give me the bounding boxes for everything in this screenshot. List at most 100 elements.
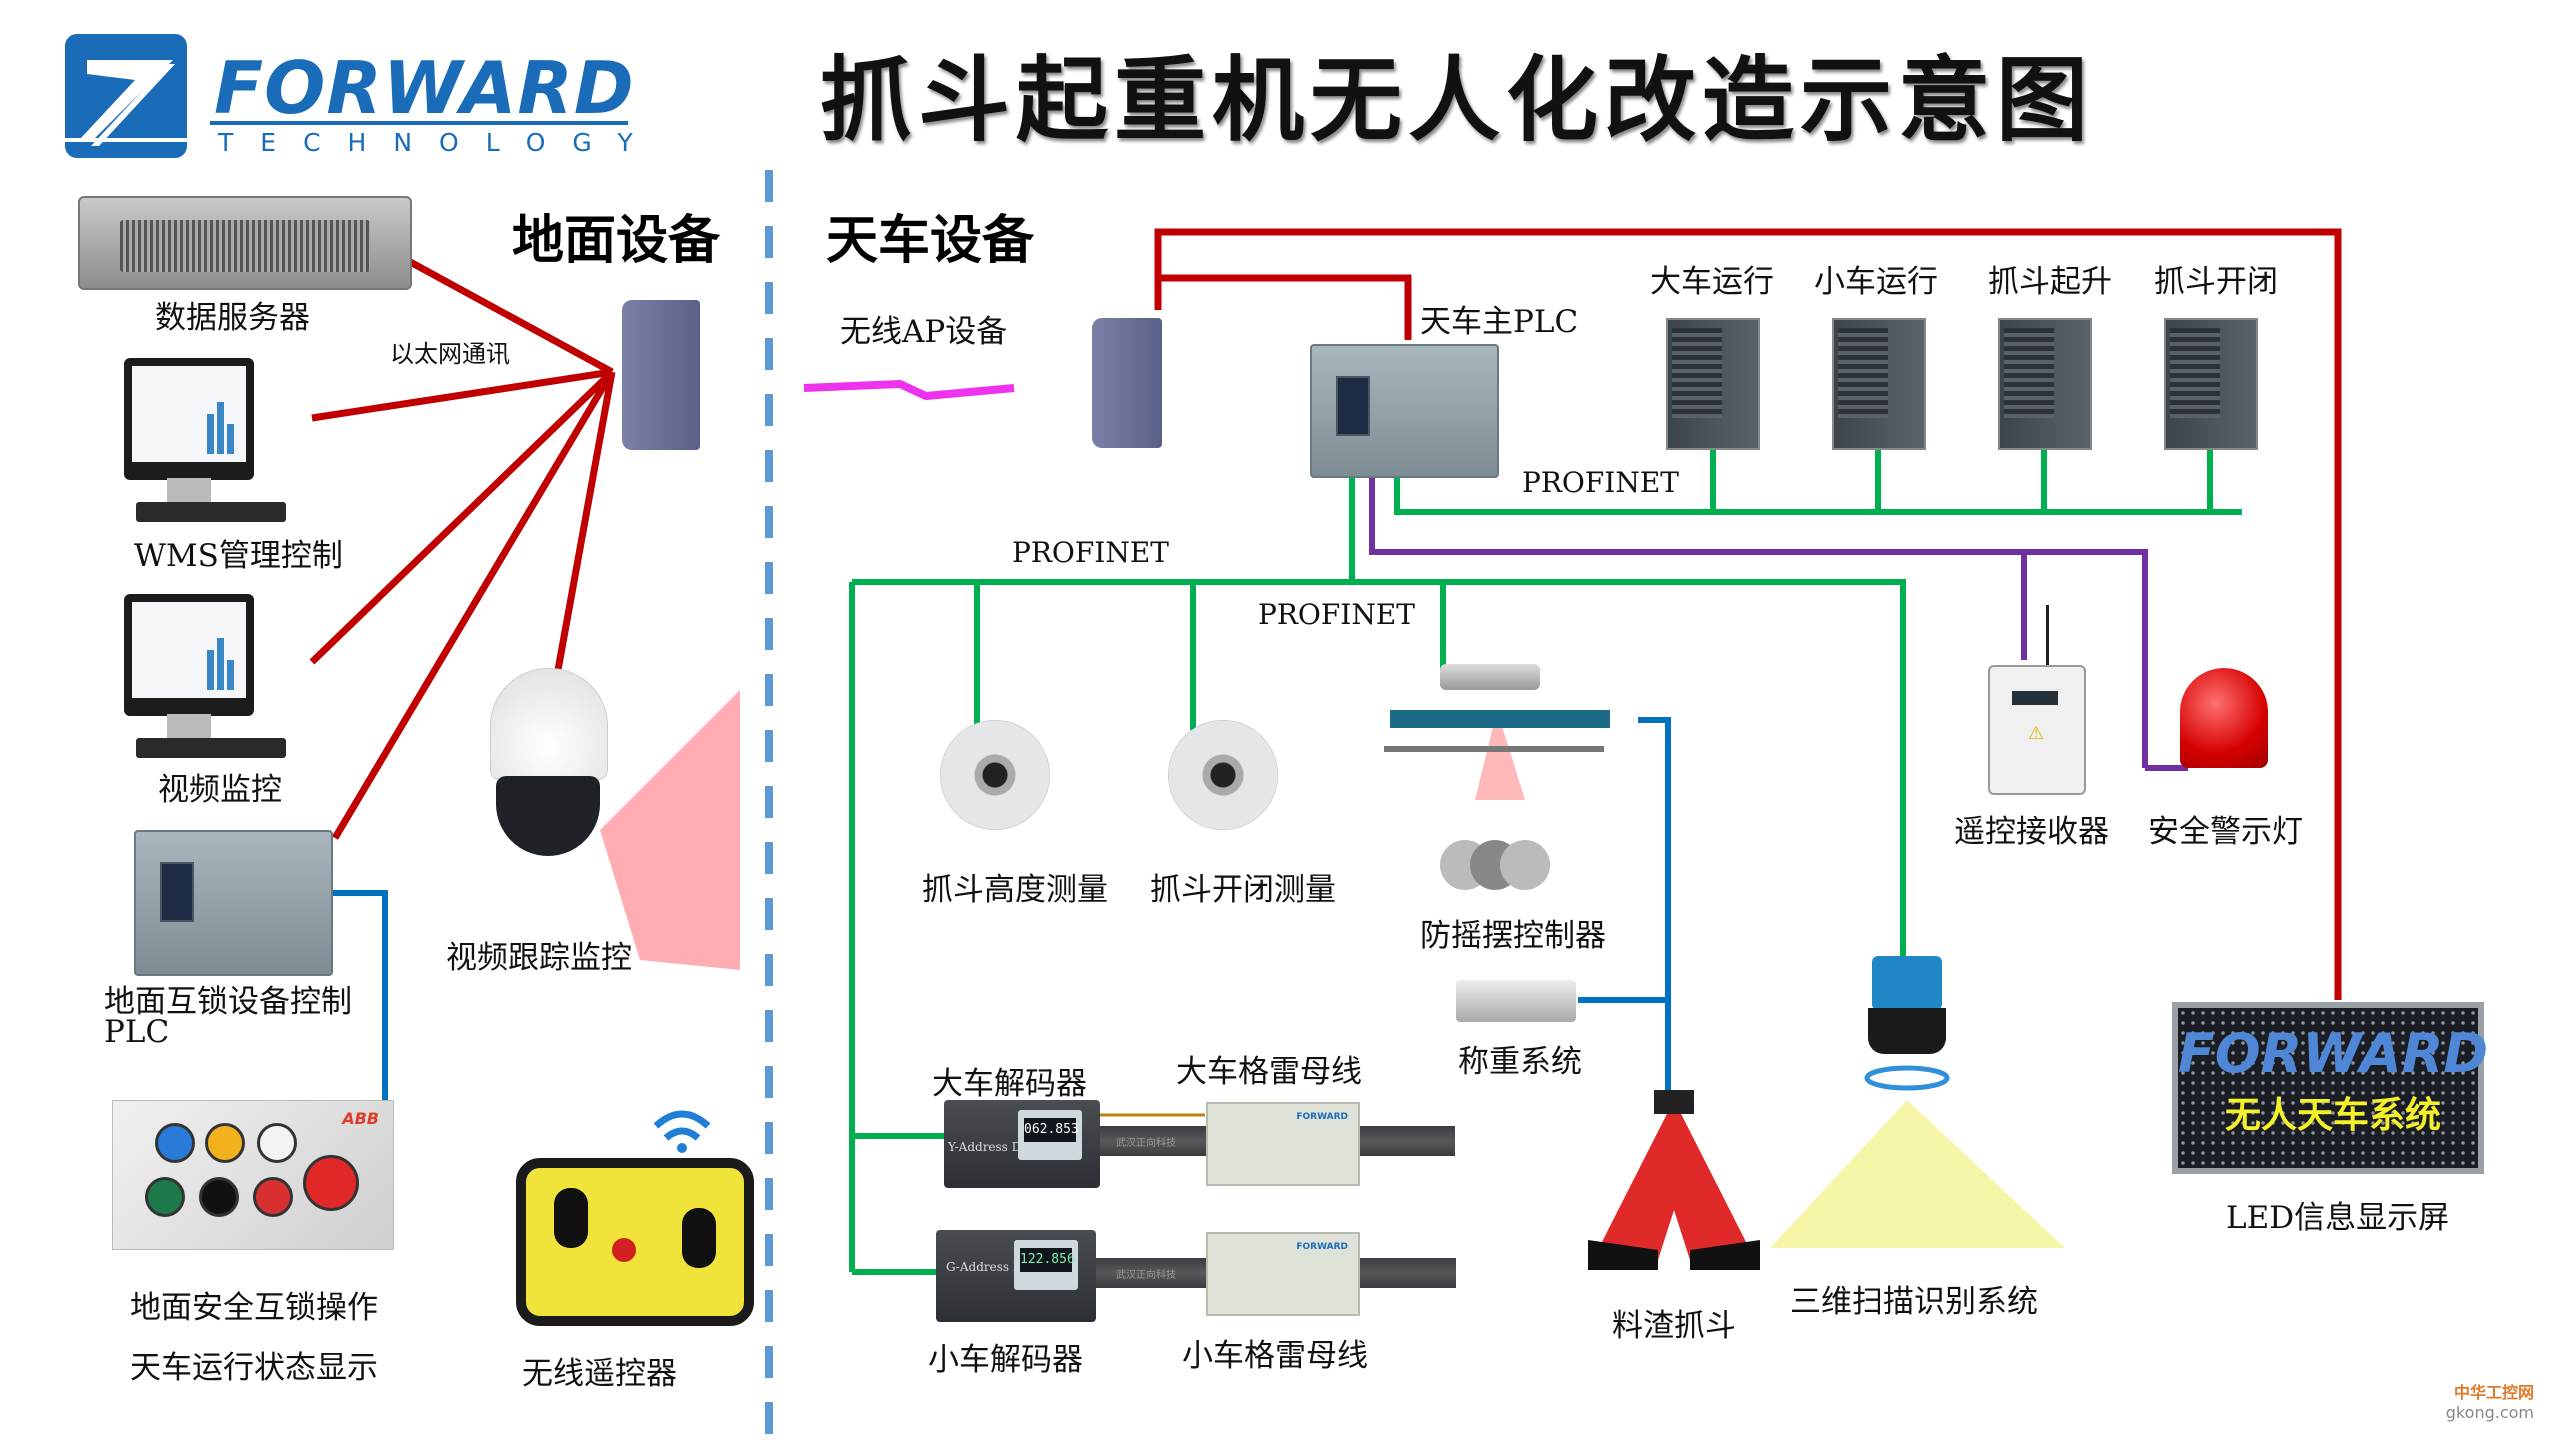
label-safety-panel: 地面安全互锁操作 — [130, 1290, 378, 1326]
logo-mark — [65, 34, 187, 158]
bridge-decoder-reading: 062.853 — [1024, 1118, 1079, 1142]
label-wms: WMS管理控制 — [134, 538, 343, 574]
section-divider — [765, 170, 773, 1440]
fieldbus-wires — [1578, 717, 1671, 1100]
label-profinet-drives: PROFINET — [1522, 466, 1679, 499]
watermark-cn: 中华工控网 — [2453, 1383, 2534, 1402]
label-grab-open: 抓斗开闭测量 — [1150, 872, 1336, 908]
yellow-pilot-light — [205, 1123, 245, 1163]
ground-plc-image — [134, 830, 333, 976]
label-grab-height: 抓斗高度测量 — [922, 872, 1108, 908]
wire-plc-panel — [330, 890, 388, 1100]
abb-brand: ABB — [342, 1109, 379, 1128]
wms-keyboard — [136, 502, 286, 522]
encoder-height-image — [940, 720, 1050, 830]
trolley-bus-collector: FORWARD — [1206, 1232, 1360, 1316]
video-monitor-stand — [167, 714, 211, 740]
drive-grab-image — [2164, 318, 2258, 450]
section-crane: 天车设备 — [826, 211, 1035, 271]
drive-bridge-image — [1666, 318, 1760, 450]
label-bridge-decoder: 大车解码器 — [932, 1066, 1087, 1102]
bridge-decoder-image: Y-Address Decoder 062.853 — [944, 1100, 1100, 1188]
wire-ap-plc — [1158, 274, 1412, 340]
rail-marking: 武汉正向科技 — [1116, 1138, 1176, 1149]
label-ground-plc: 地面互锁设备控制 — [104, 984, 352, 1020]
label-drive-0: 大车运行 — [1650, 264, 1774, 300]
receiver-antenna — [2046, 605, 2049, 665]
label-main-plc: 天车主PLC — [1420, 304, 1579, 340]
white-pilot-light — [257, 1123, 297, 1163]
led-screen-image: FORWARD 无人天车系统 — [2172, 1002, 2488, 1174]
emergency-stop-button — [303, 1155, 359, 1211]
label-data-server: 数据服务器 — [155, 300, 310, 336]
red-button — [253, 1177, 293, 1217]
encoder-open-image — [1168, 720, 1278, 830]
camera-beam — [600, 690, 740, 970]
page-title: 抓斗起重机无人化改造示意图 — [820, 46, 2095, 154]
trolley-decoder-reading: 122.856 — [1020, 1248, 1075, 1272]
label-trolley-decoder: 小车解码器 — [928, 1342, 1083, 1378]
led-message: 无人天车系统 — [2224, 1095, 2441, 1136]
scanner-beam — [1770, 1100, 2065, 1248]
wire-camera-ap — [554, 371, 616, 671]
safety-interlock-panel-image: ABB — [112, 1100, 394, 1250]
label-warning-light: 安全警示灯 — [2148, 814, 2303, 850]
main-plc-image — [1310, 344, 1499, 478]
label-drive-1: 小车运行 — [1814, 264, 1938, 300]
signal-wires — [1369, 470, 2188, 771]
label-grab: 料渣抓斗 — [1612, 1308, 1736, 1344]
video-keyboard — [136, 738, 286, 758]
wire-server-ap — [390, 248, 614, 376]
label-anti-sway: 防摇摆控制器 — [1420, 918, 1606, 954]
wire-wms-ap — [311, 368, 613, 422]
green-button — [145, 1177, 185, 1217]
label-ground-plc-2: PLC — [104, 1014, 170, 1050]
scanner-rotation-icon — [1864, 1065, 1950, 1091]
collector-brand: FORWARD — [1296, 1242, 1348, 1252]
led-brand: FORWARD — [2177, 1022, 2489, 1085]
label-drive-3: 抓斗开闭 — [2154, 264, 2278, 300]
anti-sway-image — [1370, 660, 1610, 890]
drive-hoist-image — [1998, 318, 2092, 450]
label-wireless-ap: 无线AP设备 — [840, 314, 1008, 350]
remote-receiver-image: ⚠ — [1988, 665, 2086, 795]
data-server-image — [78, 196, 412, 290]
blue-pilot-light — [155, 1123, 195, 1163]
watermark: 中华工控网 gkong.com — [2446, 1379, 2534, 1422]
label-profinet-main: PROFINET — [1012, 536, 1169, 569]
logo-brand: FORWARD — [214, 46, 635, 130]
watermark-site: gkong.com — [2445, 1403, 2534, 1422]
label-trolley-bus: 小车格雷母线 — [1182, 1338, 1368, 1374]
drive-trolley-image — [1832, 318, 1926, 450]
wireless-remote-image — [516, 1158, 754, 1326]
wire-ap-led — [1154, 228, 2342, 1000]
label-ethernet: 以太网通讯 — [390, 340, 510, 368]
load-cell-image — [1456, 980, 1576, 1022]
label-scanner: 三维扫描识别系统 — [1790, 1284, 2038, 1320]
warning-light-image — [2180, 668, 2268, 768]
label-drive-2: 抓斗起升 — [1988, 264, 2112, 300]
wms-monitor-image — [124, 358, 254, 480]
z-logo-icon — [65, 60, 187, 146]
wire-groundplc-ap — [331, 370, 616, 840]
selector-switch — [199, 1177, 239, 1217]
label-remote-receiver: 遥控接收器 — [1954, 814, 2109, 850]
section-ground: 地面设备 — [512, 211, 721, 271]
sway-beam — [1475, 710, 1525, 800]
label-led-screen: LED信息显示屏 — [2226, 1200, 2450, 1236]
label-status-display: 天车运行状态显示 — [130, 1350, 378, 1386]
3d-scanner-image — [1868, 956, 1946, 1066]
ground-ap-antenna-image — [622, 300, 700, 450]
wireless-link-icon — [803, 379, 1015, 401]
crane-ap-antenna-image — [1092, 318, 1162, 448]
wire-video-ap — [309, 369, 615, 665]
label-weighing: 称重系统 — [1458, 1044, 1582, 1080]
grab-bucket-image — [1588, 1090, 1760, 1270]
wifi-icon — [652, 1106, 712, 1156]
ethernet-wires — [309, 228, 2342, 1000]
label-profinet-sensors: PROFINET — [1258, 598, 1415, 631]
label-video-tracking: 视频跟踪监控 — [446, 940, 632, 976]
rail-marking: 武汉正向科技 — [1116, 1270, 1176, 1281]
ptz-camera-image — [490, 668, 608, 858]
label-wireless-remote: 无线遥控器 — [522, 1356, 677, 1392]
